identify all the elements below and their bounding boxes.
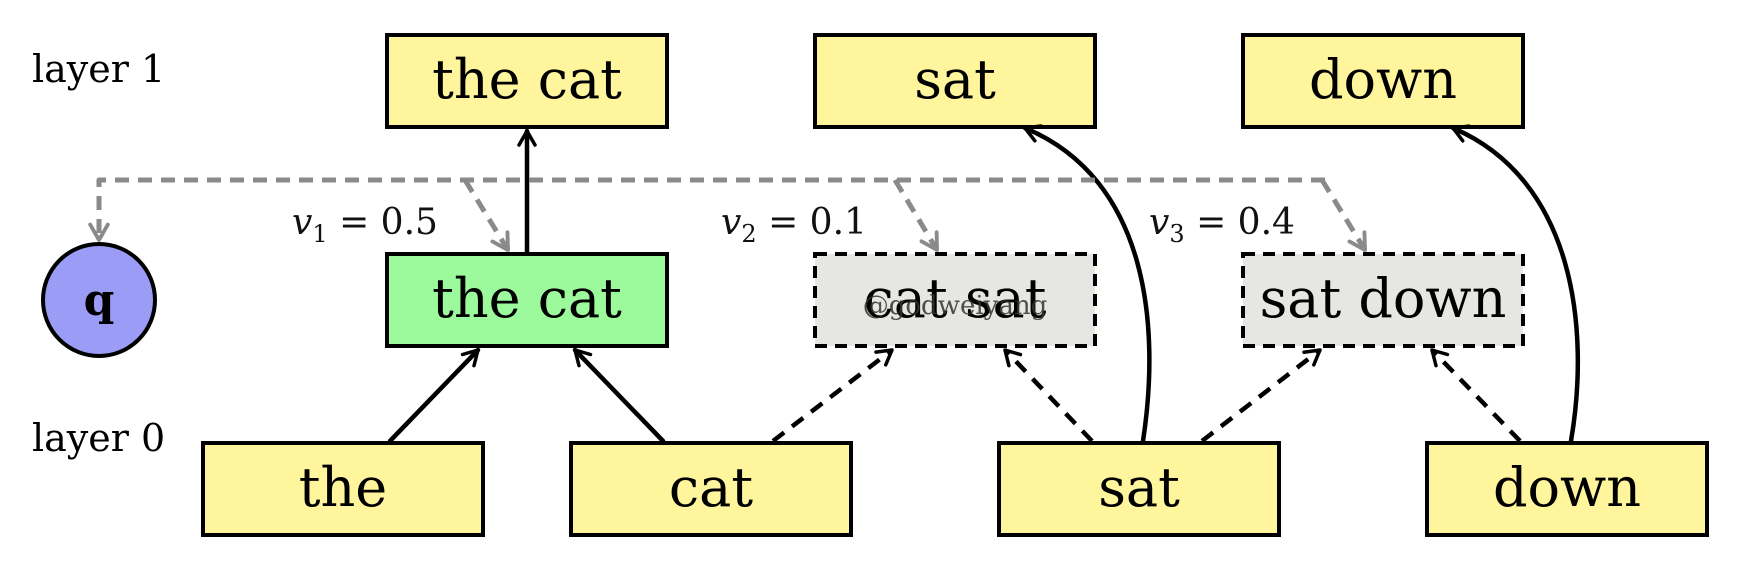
layer1-node-label: down [1309,48,1457,111]
dashed-arrow-cat-to-cat-sat [771,348,894,443]
layer1-node-the-cat: the cat [385,33,669,129]
layer1-node-label: sat [914,48,996,111]
gray-arrow-to-sat-down [1319,178,1368,252]
gray-arrow-to-cat-sat [892,178,940,252]
weight-label-v3: v3 = 0.4 [1149,202,1295,248]
candidate-label: the cat [432,267,622,330]
layer1-node-label: the cat [432,48,622,111]
arrow-sat-to-layer1-sat [1022,124,1152,444]
query-label: q [84,275,115,326]
layer1-node-sat: sat [813,33,1097,129]
watermark: @godweiyang [863,291,1047,321]
candidate-node-the-cat: the cat [385,252,669,348]
gray-arrow-to-the-cat [462,178,511,252]
candidate-node-sat-down: sat down [1241,252,1525,348]
query-node: q [41,242,157,358]
candidate-node-cat-sat: cat sat [813,252,1097,348]
dashed-arrow-sat-to-cat-sat [1003,348,1094,443]
weight-label-v1: v1 = 0.5 [292,202,438,248]
weight-label-v2: v2 = 0.1 [721,202,867,248]
arrow-cat-to-candidate [572,347,666,444]
arrow-the-to-candidate [387,347,481,444]
layer0-node-down: down [1425,441,1709,537]
gray-arrow-to-query [88,177,1325,242]
layer0-node-label: sat [1098,456,1180,519]
layer0-node-cat: cat [569,441,853,537]
layer0-node-label: the [299,456,387,519]
layer-1-label: layer 1 [32,47,165,91]
dashed-arrow-down-to-sat-down [1430,348,1522,443]
candidate-label: cat sat [864,267,1047,330]
layer1-node-down: down [1241,33,1525,129]
layer0-node-label: down [1493,456,1641,519]
dashed-arrow-sat-to-sat-down [1200,348,1322,443]
candidate-label: sat down [1260,267,1507,330]
arrow-down-to-layer1-down [1450,124,1580,444]
layer0-node-label: cat [669,456,753,519]
layer-0-label: layer 0 [32,416,165,460]
layer0-node-sat: sat [997,441,1281,537]
layer0-node-the: the [201,441,485,537]
